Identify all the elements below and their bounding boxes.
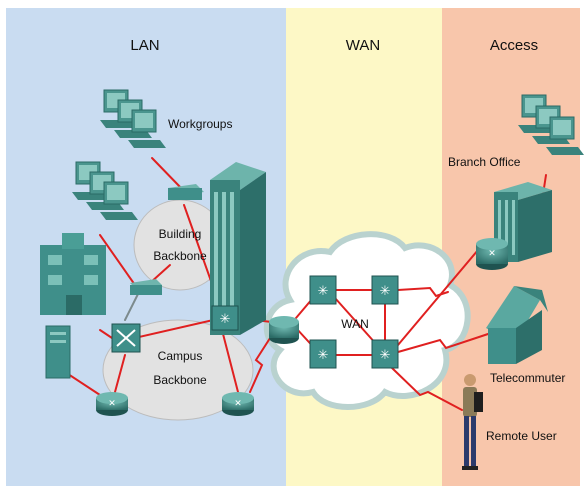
- link: [249, 334, 273, 393]
- svg-text:✕: ✕: [234, 398, 242, 408]
- wan-switch: ✳: [309, 339, 337, 369]
- campus-router-left: ✕: [96, 392, 128, 416]
- branch-office-computers: [518, 94, 584, 155]
- workgroups-label: Workgroups: [168, 117, 232, 131]
- link: [125, 317, 223, 341]
- workgroup-computers-left: [72, 161, 138, 220]
- office-building-left: [40, 233, 106, 315]
- telecommuter-house: [486, 286, 548, 364]
- svg-text:✕: ✕: [488, 248, 496, 258]
- wan-switch: ✳: [371, 339, 399, 369]
- svg-text:✳: ✳: [380, 283, 391, 298]
- link: [334, 297, 378, 346]
- link: [397, 333, 489, 353]
- wan-title: WAN: [346, 37, 380, 54]
- link: [397, 249, 479, 346]
- link: [99, 329, 113, 339]
- campus-core-switch: ✳: [211, 305, 239, 331]
- workgroup-computers-top: [100, 89, 166, 148]
- access-title: Access: [490, 37, 538, 54]
- campus-backbone-label-line1: Campus: [158, 349, 203, 363]
- wan-edge-router: [269, 316, 299, 344]
- wan-switch: ✳: [309, 275, 337, 305]
- hub-switch: [130, 279, 162, 295]
- link: [221, 329, 239, 393]
- campus-switch: [111, 323, 141, 353]
- wan-cloud-label: WAN: [341, 317, 369, 331]
- telecommuter-label: Telecommuter: [490, 371, 565, 385]
- building-switch: [168, 184, 204, 200]
- branch-office-router: ✕: [476, 238, 508, 270]
- svg-text:✳: ✳: [318, 347, 329, 362]
- svg-text:✳: ✳: [220, 311, 231, 326]
- svg-text:✕: ✕: [108, 398, 116, 408]
- wan-switch: ✳: [371, 275, 399, 305]
- link: [391, 367, 463, 411]
- server-tower: [45, 325, 71, 379]
- building-backbone-label-line1: Building: [159, 227, 202, 241]
- lan-title: LAN: [130, 37, 159, 54]
- svg-text:✳: ✳: [318, 283, 329, 298]
- link: [99, 234, 136, 286]
- remote-user-person: [462, 374, 483, 470]
- svg-text:✳: ✳: [380, 347, 391, 362]
- remote-user-label: Remote User: [486, 429, 557, 443]
- link: [151, 157, 184, 191]
- link: [64, 371, 101, 396]
- building-backbone-label-line2: Backbone: [153, 249, 207, 263]
- campus-backbone-label-line2: Backbone: [153, 373, 207, 387]
- link: [114, 354, 126, 393]
- campus-router-right: ✕: [222, 392, 254, 416]
- branch-office-label: Branch Office: [448, 155, 521, 169]
